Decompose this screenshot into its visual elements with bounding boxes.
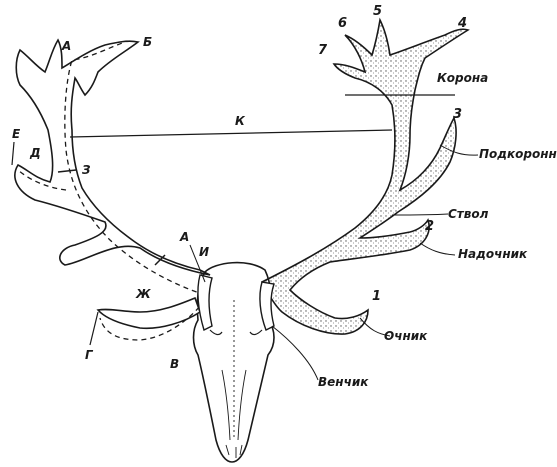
letter-i: И bbox=[199, 246, 209, 258]
tine-number-7: 7 bbox=[318, 44, 327, 57]
letter-k: К bbox=[235, 115, 245, 127]
leader-trunk bbox=[392, 214, 448, 215]
tine-number-2: 2 bbox=[425, 220, 434, 233]
letter-g: Г bbox=[85, 349, 93, 361]
label-bez-tine: Надочник bbox=[458, 248, 527, 260]
tine-number-3: 3 bbox=[453, 108, 462, 121]
right-antler bbox=[262, 20, 468, 334]
tine-number-6: 6 bbox=[338, 17, 347, 30]
left-brow-tine bbox=[98, 298, 200, 328]
letter-v: В bbox=[170, 358, 179, 370]
leader-bez bbox=[420, 243, 455, 255]
label-trunk: Ствол bbox=[448, 208, 488, 220]
tine-number-5: 5 bbox=[373, 5, 382, 18]
tine-number-1: 1 bbox=[372, 290, 381, 303]
label-crown: Корона bbox=[437, 72, 488, 84]
letter-b: Б bbox=[143, 36, 152, 48]
letter-a-top: А bbox=[62, 40, 71, 52]
label-burr: Венчик bbox=[318, 376, 368, 388]
label-brow-tine: Очник bbox=[384, 330, 427, 342]
span-line-k bbox=[70, 130, 392, 137]
left-e-marker bbox=[12, 142, 14, 165]
letter-a-base: А bbox=[180, 231, 189, 243]
label-sub-crown: Подкоронник bbox=[479, 148, 557, 160]
tine-number-4: 4 bbox=[458, 17, 467, 30]
letter-zh: Ж bbox=[136, 288, 151, 300]
letter-z: З bbox=[82, 164, 91, 176]
letter-e: Е bbox=[12, 128, 20, 140]
leader-burr bbox=[272, 326, 318, 380]
letter-d: Д bbox=[30, 147, 41, 159]
left-g-marker bbox=[90, 312, 98, 345]
